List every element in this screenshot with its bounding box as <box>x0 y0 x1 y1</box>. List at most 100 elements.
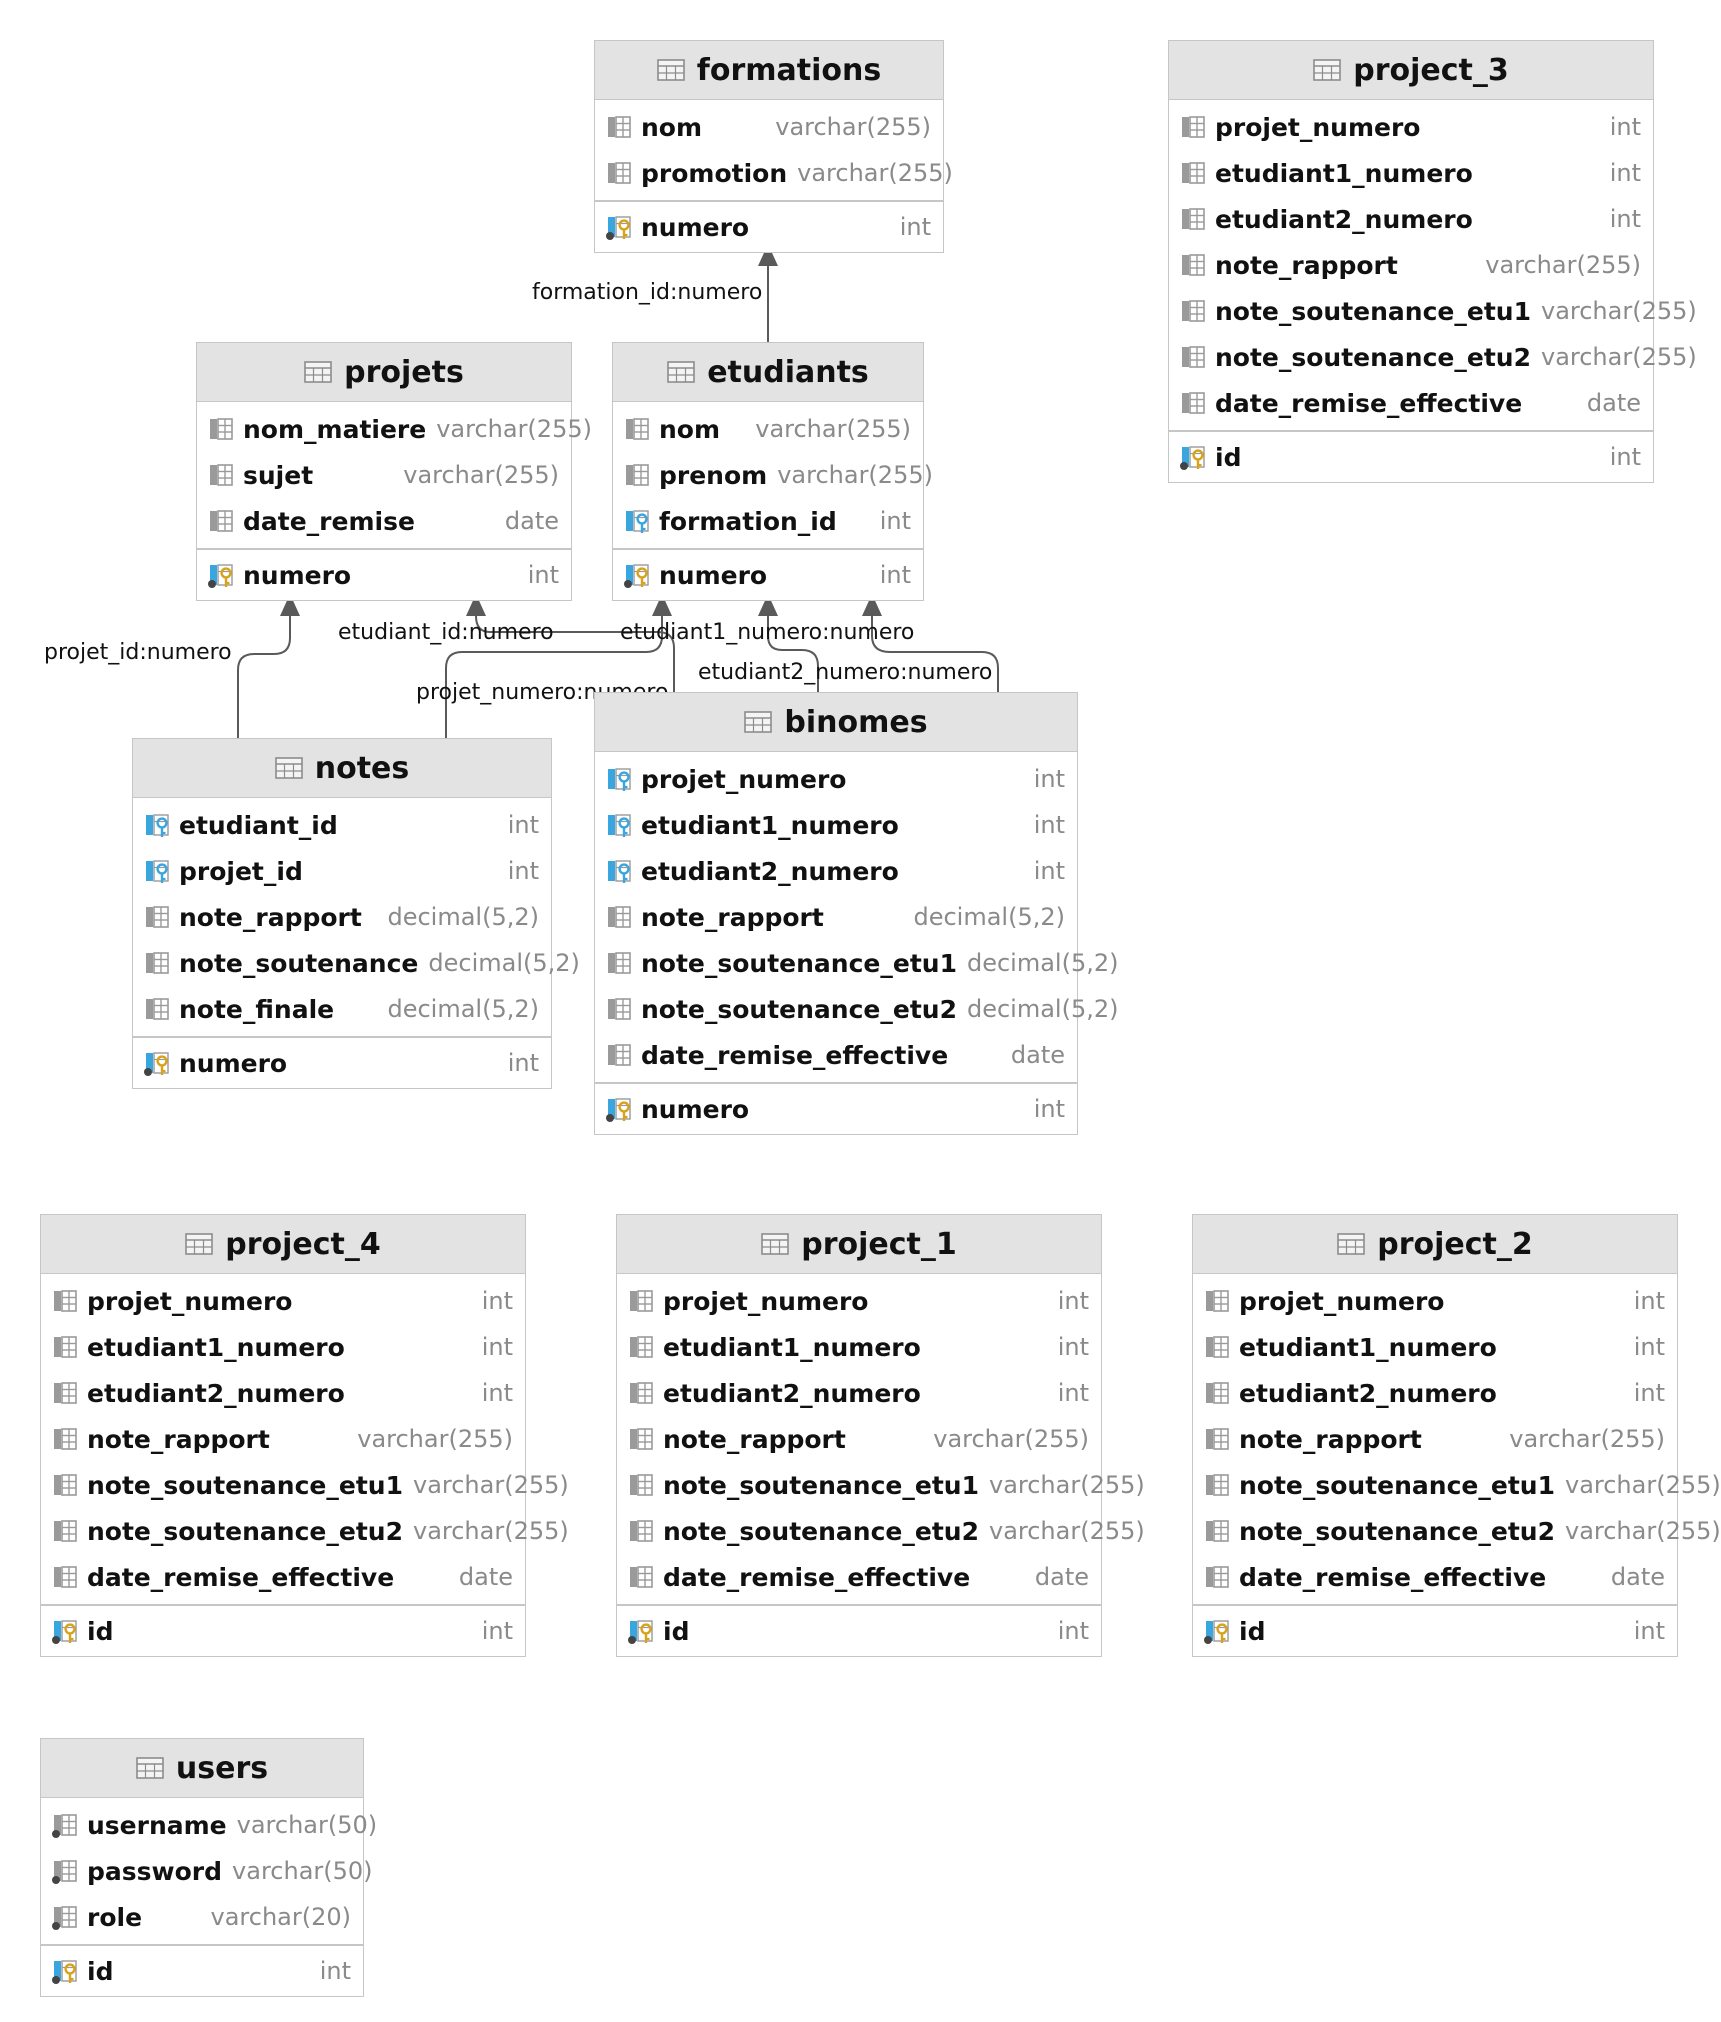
edge-etudiant2-numero <box>871 610 999 692</box>
column-icon <box>1179 205 1215 233</box>
table-header[interactable]: users <box>41 1739 363 1798</box>
column-name: date_remise_effective <box>663 1562 971 1592</box>
column-type: date <box>1586 389 1641 417</box>
table-header[interactable]: project_4 <box>41 1215 525 1274</box>
column-type: varchar(255) <box>1564 1471 1721 1499</box>
column-name: nom <box>659 414 721 444</box>
table-header[interactable]: binomes <box>595 693 1077 752</box>
column-name: note_rapport <box>87 1424 270 1454</box>
edge-etudiant1-numero <box>767 610 819 692</box>
table-header[interactable]: project_1 <box>617 1215 1101 1274</box>
column-name: note_soutenance_etu1 <box>87 1470 403 1500</box>
column-type: varchar(255) <box>403 461 559 489</box>
table-header[interactable]: formations <box>595 41 943 100</box>
table-header[interactable]: notes <box>133 739 551 798</box>
table-title: project_2 <box>1377 1226 1533 1262</box>
unique-column-icon <box>51 1857 87 1885</box>
column-name: note_soutenance <box>179 948 419 978</box>
table-header[interactable]: projets <box>197 343 571 402</box>
column-name: prenom <box>659 460 768 490</box>
edge-arrowhead <box>466 594 486 616</box>
column-type: int <box>879 507 911 535</box>
table-icon <box>274 757 303 779</box>
table-header[interactable]: project_3 <box>1169 41 1653 100</box>
table-header[interactable]: project_2 <box>1193 1215 1677 1274</box>
table-header[interactable]: etudiants <box>613 343 923 402</box>
column-name: note_rapport <box>663 1424 846 1454</box>
